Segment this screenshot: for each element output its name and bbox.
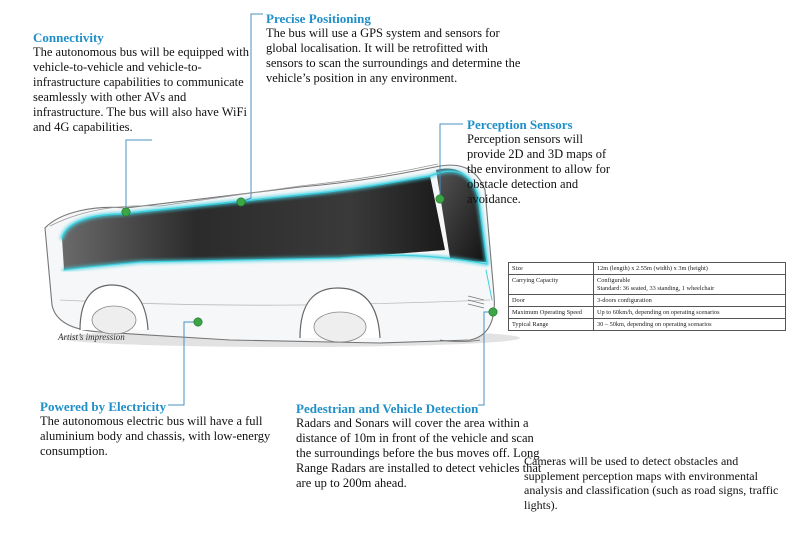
side-window-band — [62, 176, 445, 270]
led-glow-strips — [60, 169, 493, 301]
leader-pedestrian — [478, 311, 493, 406]
callout-perception-sensors: Perception Sensors Perception sensors wi… — [467, 117, 612, 207]
leader-connectivity — [125, 139, 152, 212]
spec-key: Maximum Operating Speed — [508, 306, 594, 319]
callout-connectivity: Connectivity The autonomous bus will be … — [33, 30, 258, 135]
sensor-dot-power — [193, 317, 203, 327]
spec-key: Typical Range — [508, 318, 594, 331]
spec-value: 30 – 50km, depending on operating scenar… — [593, 318, 786, 331]
front-grille — [467, 295, 485, 309]
sensor-dot-precise — [236, 197, 246, 207]
callout-powered-by-electricity: Powered by Electricity The autonomous el… — [40, 399, 280, 459]
front-plate-mark — [439, 339, 481, 342]
powered-by-electricity-title: Powered by Electricity — [40, 399, 167, 414]
spec-key: Size — [508, 262, 594, 275]
roof-line — [49, 163, 439, 227]
spec-key: Carrying Capacity — [508, 274, 594, 295]
callout-cameras: Cameras will be used to detect obstacles… — [524, 454, 796, 512]
callout-pedestrian-vehicle-detection: Pedestrian and Vehicle Detection Radars … — [296, 401, 546, 491]
powered-by-electricity-body: The autonomous electric bus will have a … — [40, 414, 271, 458]
table-row: Maximum Operating Speed Up to 60km/h, de… — [508, 306, 786, 319]
perception-sensors-title: Perception Sensors — [467, 117, 573, 132]
sensor-dot-pedestrian — [488, 307, 498, 317]
pedestrian-vehicle-detection-title: Pedestrian and Vehicle Detection — [296, 401, 479, 416]
connectivity-body: The autonomous bus will be equipped with… — [33, 45, 249, 134]
spec-value: Up to 60km/h, depending on operating sce… — [593, 306, 786, 319]
spec-key: Door — [508, 294, 594, 307]
sensor-dot-connectivity — [121, 207, 131, 217]
connectivity-title: Connectivity — [33, 30, 104, 45]
artist-impression-caption: Artist’s impression — [58, 332, 125, 342]
precise-positioning-body: The bus will use a GPS system and sensor… — [266, 26, 521, 85]
pedestrian-vehicle-detection-body: Radars and Sonars will cover the area wi… — [296, 416, 542, 490]
leader-precise — [240, 13, 263, 203]
spec-value: 3-doors configuration — [593, 294, 786, 307]
spec-value: 12m (length) x 2.55m (width) x 3m (heigh… — [593, 262, 786, 275]
table-row: Door 3-doors configuration — [508, 294, 786, 307]
front-wheel — [313, 311, 367, 343]
precise-positioning-title: Precise Positioning — [266, 11, 371, 26]
table-row: Size 12m (length) x 2.55m (width) x 3m (… — [508, 262, 786, 275]
callout-precise-positioning: Precise Positioning The bus will use a G… — [266, 11, 521, 86]
sensor-dot-perception — [435, 194, 445, 204]
spec-table: Size 12m (length) x 2.55m (width) x 3m (… — [508, 262, 786, 331]
perception-sensors-body: Perception sensors will provide 2D and 3… — [467, 132, 611, 206]
sensor-dots — [121, 194, 498, 327]
leader-perception — [439, 123, 463, 199]
table-row: Typical Range 30 – 50km, depending on op… — [508, 318, 786, 331]
rear-wheel — [91, 305, 137, 335]
cameras-body: Cameras will be used to detect obstacles… — [524, 454, 779, 512]
leader-power — [168, 321, 198, 406]
front-windscreen — [436, 168, 487, 262]
leader-lines — [125, 13, 493, 406]
